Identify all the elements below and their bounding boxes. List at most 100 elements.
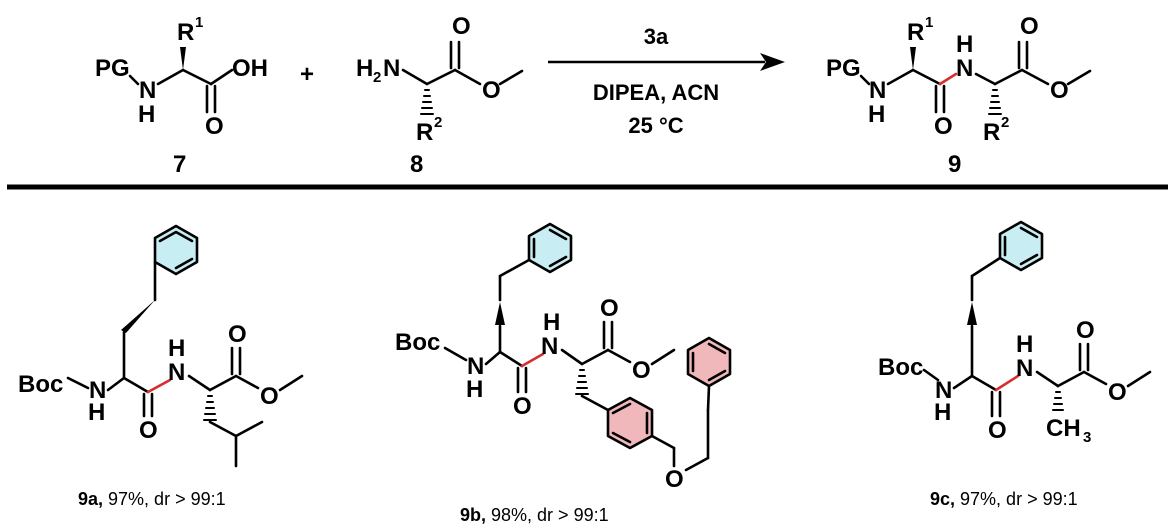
atom-h: H xyxy=(88,399,105,426)
compound-label-8: 8 xyxy=(410,151,423,178)
atom-o-amide: O xyxy=(139,417,158,444)
bond xyxy=(122,376,150,394)
atom-o-carbonyl: O xyxy=(452,13,471,40)
atom-pg: PG xyxy=(826,55,861,82)
reagent-label: 3a xyxy=(644,24,669,49)
atom-o-ester: O xyxy=(260,383,279,410)
bond xyxy=(234,374,260,390)
wedge-bond xyxy=(967,302,977,325)
temperature-label: 25 °C xyxy=(628,113,683,138)
bond xyxy=(911,68,942,86)
atom-r: R xyxy=(983,119,1000,146)
atom-boc: Boc xyxy=(18,371,63,398)
atom-n: N xyxy=(168,359,185,386)
bond xyxy=(1066,69,1092,86)
compound-caption-9c: 9c, 97%, dr > 99:1 xyxy=(930,489,1078,509)
atom-h: H xyxy=(956,31,973,58)
bond xyxy=(580,394,610,412)
bond xyxy=(66,376,90,390)
atom-boc: Boc xyxy=(878,354,923,381)
bond xyxy=(650,434,676,450)
atom-r-superscript: 1 xyxy=(925,14,933,31)
atom-h: H xyxy=(466,376,483,403)
bond xyxy=(611,402,632,415)
plus-sign: + xyxy=(300,61,314,88)
atom-o: O xyxy=(205,113,224,140)
caption-detail: 97%, dr > 99:1 xyxy=(955,489,1078,509)
reactant-7: PG N H R 1 OH O 7 xyxy=(95,14,268,178)
bond xyxy=(498,69,524,86)
bond xyxy=(548,228,568,241)
atom-h: H xyxy=(168,335,185,362)
atom-boc: Boc xyxy=(395,329,440,356)
bond xyxy=(970,256,1002,278)
wedge-bond xyxy=(180,47,186,70)
atom-r-superscript: 2 xyxy=(434,114,442,131)
bond xyxy=(498,258,531,278)
bond xyxy=(156,68,185,86)
atom-n: N xyxy=(935,377,952,404)
bond xyxy=(187,374,212,392)
bond xyxy=(234,420,264,438)
bond xyxy=(209,68,234,86)
bond xyxy=(859,74,871,86)
bond xyxy=(922,368,940,382)
atom-o-ester: O xyxy=(482,77,501,104)
atom-pg: PG xyxy=(95,55,130,82)
bond xyxy=(158,230,194,243)
reactant-8: H 2 N O O R 2 8 xyxy=(356,13,524,178)
caption-id: 9b, xyxy=(460,505,486,525)
atom-o-carbonyl: O xyxy=(600,295,619,322)
atom-n: N xyxy=(956,55,973,82)
atom-n: N xyxy=(89,377,106,404)
atom-o-carbonyl: O xyxy=(1076,317,1095,344)
bond xyxy=(548,255,568,268)
caption-id: 9a, xyxy=(78,489,103,509)
bond xyxy=(952,374,974,390)
bond xyxy=(278,374,304,392)
bond xyxy=(970,374,998,392)
atom-o-carbonyl: O xyxy=(228,321,247,348)
bond xyxy=(611,431,632,444)
atom-h: H xyxy=(934,399,951,426)
bond xyxy=(128,74,140,86)
bond xyxy=(181,68,213,86)
atom-h: H xyxy=(356,55,373,82)
caption-id: 9c, xyxy=(930,489,955,509)
bond xyxy=(453,68,482,86)
bond xyxy=(580,348,610,366)
atom-r-superscript: 1 xyxy=(195,14,203,31)
bond xyxy=(707,369,727,382)
bond xyxy=(425,68,457,86)
bond xyxy=(1020,68,1050,86)
hashed-bond xyxy=(420,89,434,115)
bond xyxy=(1019,226,1039,239)
wedge-bond xyxy=(121,300,155,333)
atom-h: H xyxy=(1016,331,1033,358)
atom-h: H xyxy=(868,101,885,128)
conditions-label: DIPEA, ACN xyxy=(593,80,719,105)
atom-n: N xyxy=(139,77,156,104)
bond xyxy=(1019,253,1039,266)
atom-o-ester: O xyxy=(1108,379,1127,406)
atom-ch: CH xyxy=(1046,415,1081,442)
product-9a: Boc N H O H N O O 9a, 97%, dr > 99:1 xyxy=(18,224,304,509)
bond xyxy=(606,348,632,364)
atom-h-subscript: 2 xyxy=(373,69,381,86)
product-9c: Boc N H O H N O O CH 3 9c, 97%, dr > 99:… xyxy=(878,220,1152,509)
caption-detail: 97%, dr > 99:1 xyxy=(103,489,226,509)
bond xyxy=(650,348,676,366)
compound-caption-9b: 9b, 98%, dr > 99:1 xyxy=(460,505,609,525)
atom-n: N xyxy=(541,333,558,360)
bond xyxy=(208,420,238,438)
atom-h: H xyxy=(138,101,155,128)
bond xyxy=(684,456,710,472)
hashed-bond xyxy=(575,369,589,395)
bond xyxy=(1035,370,1060,388)
reaction-arrow: 3a DIPEA, ACN 25 °C xyxy=(548,24,785,138)
compound-label-7: 7 xyxy=(173,151,186,178)
tyrosine-ring xyxy=(606,396,654,450)
atom-n: N xyxy=(467,353,484,380)
bond xyxy=(560,348,584,366)
